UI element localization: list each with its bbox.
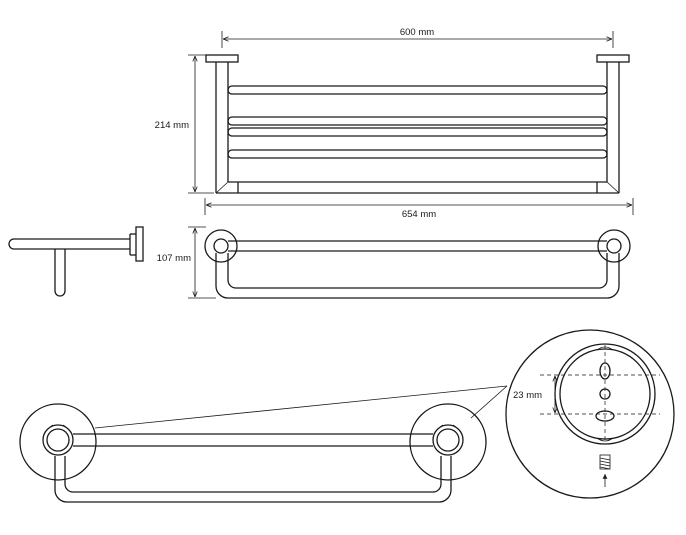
left-wall-bracket [205, 54, 239, 63]
dimension-label-hole-spacing: 23 mm [513, 390, 542, 401]
dimension-label-height: 214 mm [155, 120, 189, 131]
top-view: 107 mm [157, 226, 631, 299]
set-screw-icon [599, 454, 611, 470]
dimension-overall-width: 654 mm [204, 198, 634, 220]
right-wall-disc [409, 403, 487, 481]
shelf-rails [227, 85, 608, 159]
left-rosette [204, 229, 238, 263]
side-view [8, 226, 144, 297]
dimension-depth: 107 mm [157, 226, 216, 299]
side-wall-plate [135, 226, 144, 262]
left-wall-disc [19, 403, 97, 481]
perspective-view [19, 385, 508, 503]
dimension-height: 214 mm [155, 54, 214, 194]
dimension-label-depth: 107 mm [157, 253, 191, 264]
detail-view: 23 mm [505, 329, 675, 499]
right-wall-bracket [596, 54, 630, 63]
dimension-top-width: 600 mm [221, 27, 614, 48]
detail-circle [505, 329, 675, 499]
dimension-label-overall-width: 654 mm [402, 209, 436, 220]
front-view: 600 mm 214 mm [155, 27, 634, 220]
dimension-label-top-width: 600 mm [400, 27, 434, 38]
dimension-hole-spacing: 23 mm [513, 376, 555, 413]
right-rosette [597, 229, 631, 263]
